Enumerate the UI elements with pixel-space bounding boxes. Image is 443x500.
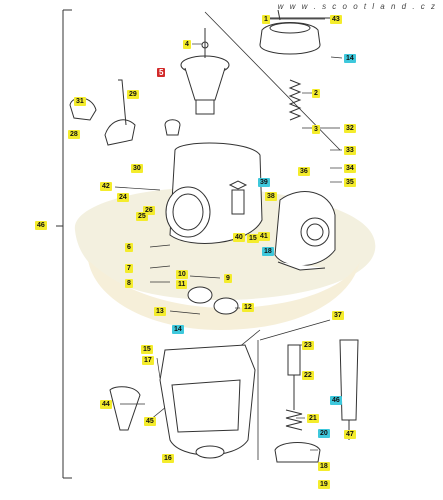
callout-label: 31	[74, 97, 86, 106]
callout-label: 11	[176, 280, 188, 289]
float-bowl	[159, 344, 256, 459]
callout-label: 2	[312, 89, 320, 98]
callout-label: 7	[125, 264, 133, 273]
callout-label: 39	[258, 178, 270, 187]
callout-label: 9	[224, 274, 232, 283]
left-parts	[69, 79, 181, 431]
callout-label: 30	[131, 164, 143, 173]
pump-assembly	[274, 339, 359, 463]
callout-label: 22	[302, 371, 314, 380]
callout-label: 12	[242, 303, 254, 312]
callout-label: 46	[35, 221, 47, 230]
spring-2	[288, 79, 302, 121]
callout-label: 46	[330, 396, 342, 405]
callout-label: 16	[162, 454, 174, 463]
callout-label: 42	[100, 182, 112, 191]
carburetor-body	[165, 142, 336, 271]
callout-label: 43	[330, 15, 342, 24]
callout-label: 32	[344, 124, 356, 133]
callout-label: 8	[125, 279, 133, 288]
callout-label: 33	[344, 146, 356, 155]
callout-label: 44	[100, 400, 112, 409]
callout-label: 17	[142, 356, 154, 365]
callout-label: 37	[332, 311, 344, 320]
callout-label: 21	[307, 414, 319, 423]
bracket-46	[56, 9, 72, 479]
callout-label: 3	[312, 125, 320, 134]
chamber-cover	[259, 9, 330, 55]
callout-label: 14	[344, 54, 356, 63]
piston-diaphragm	[180, 28, 230, 115]
callout-label: 35	[344, 178, 356, 187]
callout-label: 34	[344, 164, 356, 173]
callout-label: 10	[176, 270, 188, 279]
leader-lines	[114, 18, 343, 451]
callout-label: 45	[144, 417, 156, 426]
callout-label: 36	[298, 167, 310, 176]
callout-label: 15	[141, 345, 153, 354]
callout-label: 18	[318, 462, 330, 471]
callout-label: 13	[154, 307, 166, 316]
callout-label: 5	[157, 68, 166, 77]
callout-label: 14	[172, 325, 184, 334]
callout-label: 24	[117, 193, 129, 202]
callout-label: 28	[68, 130, 80, 139]
callout-label: 29	[127, 90, 139, 99]
site-watermark: w w w . s c o o t l a n d . c z	[277, 2, 437, 11]
callout-label: 38	[265, 192, 277, 201]
callout-label: 1	[262, 15, 270, 24]
float-pair	[187, 286, 239, 315]
callout-label: 19	[318, 480, 330, 489]
callout-label: 15	[247, 234, 259, 243]
callout-label: 25	[136, 212, 148, 221]
callout-label: 4	[183, 40, 191, 49]
callout-label: 40	[233, 233, 245, 242]
callout-label: 47	[344, 430, 356, 439]
callout-label: 26	[143, 206, 155, 215]
callout-label: 20	[318, 429, 330, 438]
callout-label: 23	[302, 341, 314, 350]
callout-label: 18	[262, 247, 274, 256]
callout-label: 6	[125, 243, 133, 252]
callout-label: 41	[258, 232, 270, 241]
